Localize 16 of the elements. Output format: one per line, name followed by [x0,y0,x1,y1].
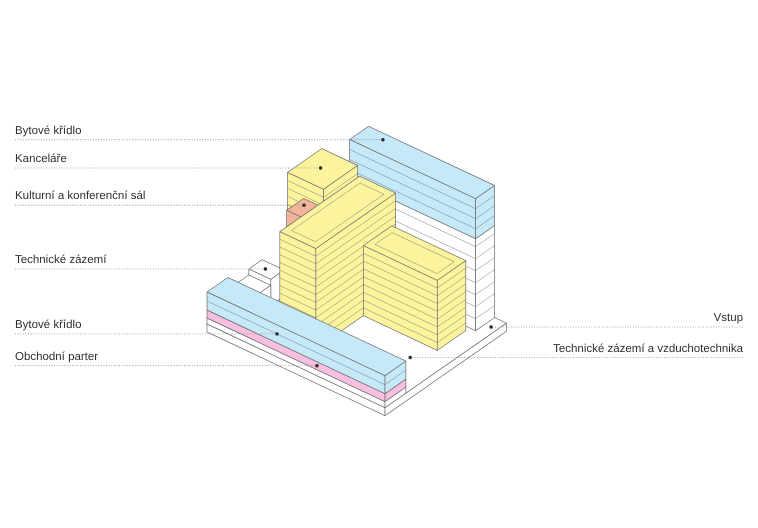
callout-label: Technické zázemí a vzduchotechnika [553,342,743,358]
callout-label: Bytové křídlo [15,124,82,140]
callout-label: Kanceláře [15,153,67,168]
leader-line [14,364,319,368]
leader-line [14,138,385,142]
leader-line [14,166,322,170]
callout-label: Technické zázemí [15,254,106,270]
leader-line [489,325,744,329]
leader-line [14,204,306,207]
callout-label: Kulturní a konferenční sál [15,190,146,206]
callout-label: Bytové křídlo [15,318,82,334]
callout-label: Obchodní parter [15,350,98,366]
leader-line [14,267,268,271]
callout-label: Vstup [714,312,743,327]
leader-line [408,356,744,360]
leader-line [14,332,279,336]
